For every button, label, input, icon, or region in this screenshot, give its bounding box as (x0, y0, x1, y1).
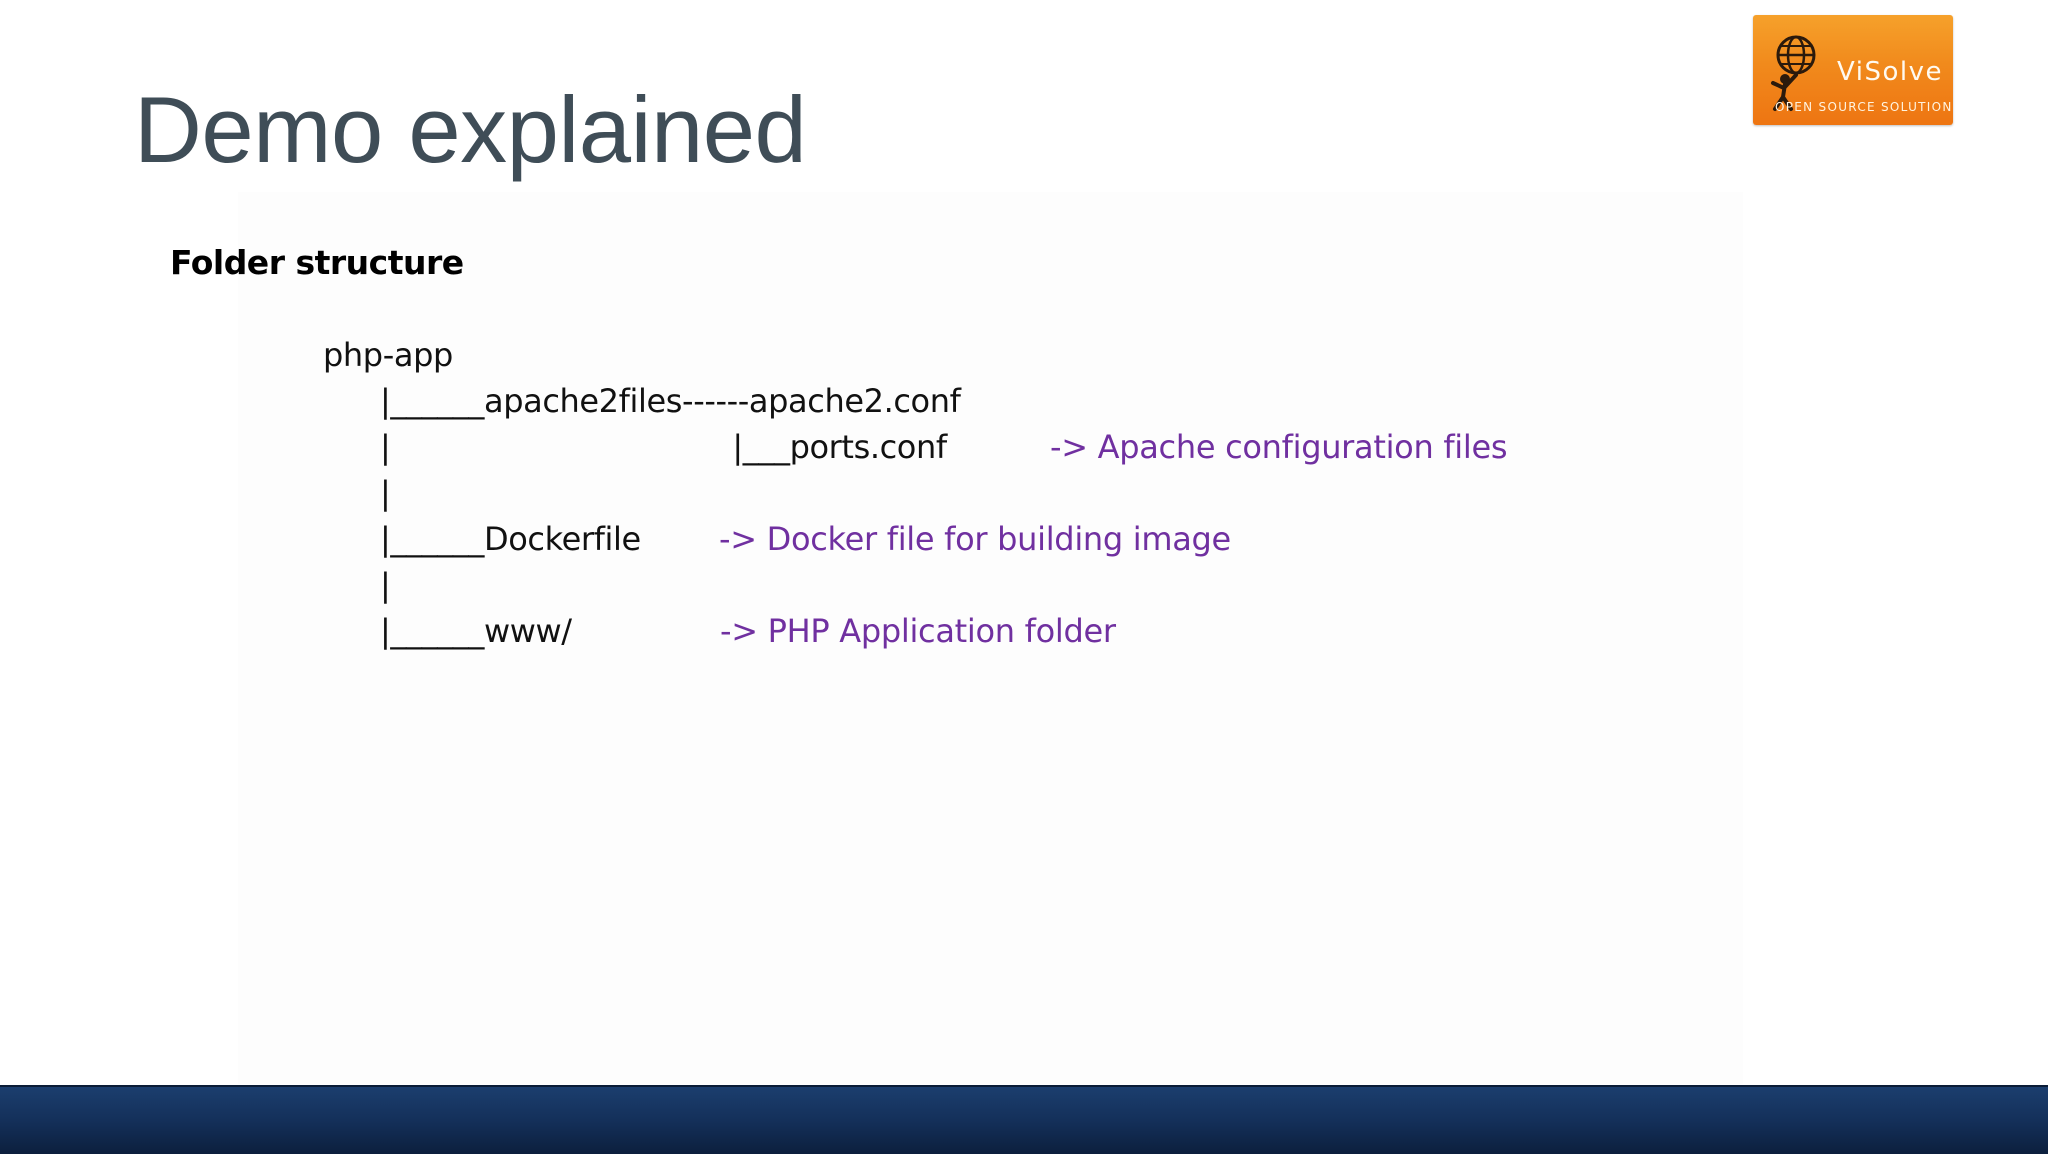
company-logo: ViSolve OPEN SOURCE SOLUTIONS (1753, 15, 1953, 125)
logo-tagline: OPEN SOURCE SOLUTIONS (1775, 100, 1953, 114)
folder-tree: php-app |______apache2files------apache2… (323, 332, 1623, 672)
tree-line-dockerfile: |______Dockerfile (380, 520, 641, 558)
content-panel (238, 192, 1743, 1084)
tree-line-connector: | (380, 566, 391, 604)
note-php-app: -> PHP Application folder (720, 612, 1116, 650)
logo-name: ViSolve (1837, 57, 1943, 87)
note-apache-config: -> Apache configuration files (1050, 428, 1508, 466)
tree-line-connector: | (380, 474, 391, 512)
tree-line-apache2files: |______apache2files------apache2.conf (380, 382, 961, 420)
tree-line-www: |______www/ (380, 612, 572, 650)
tree-line-ports-conf: | |___ports.conf (380, 428, 947, 466)
globe-figure-icon (1771, 35, 1816, 111)
footer-bar (0, 1085, 2048, 1154)
tree-root: php-app (323, 336, 453, 374)
note-dockerfile: -> Docker file for building image (719, 520, 1231, 558)
section-heading: Folder structure (170, 243, 464, 282)
slide-title: Demo explained (134, 77, 807, 182)
